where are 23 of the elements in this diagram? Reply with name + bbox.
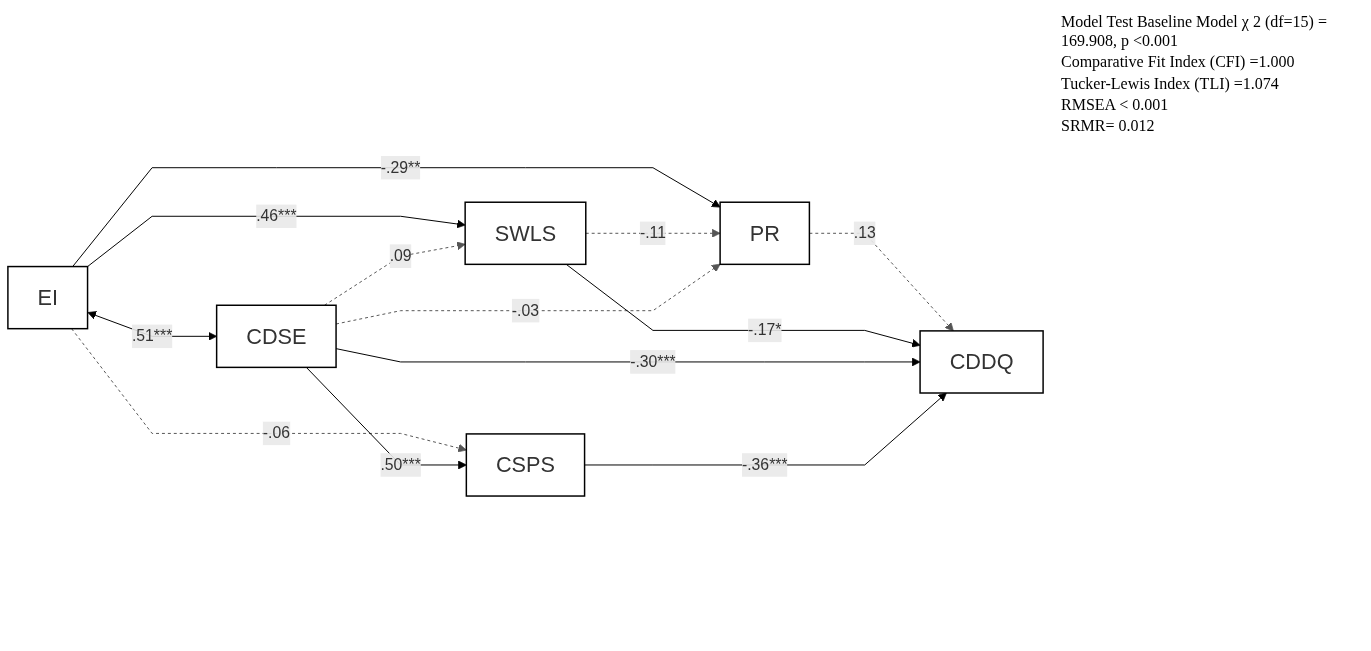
edge-label: .46*** — [256, 206, 297, 224]
edge-label: .51*** — [131, 326, 173, 344]
node-box: PR — [719, 201, 811, 265]
fit-statistic-note: Comparative Fit Index (CFI) =1.000 — [1061, 52, 1296, 72]
fit-statistic-note: Tucker-Lewis Index (TLI) =1.074 — [1061, 73, 1280, 93]
node-box: SWLS — [464, 201, 587, 265]
edge-label: -.29** — [380, 158, 421, 176]
node-box: CDDQ — [919, 329, 1044, 394]
fit-statistic-note: SRMR= 0.012 — [1061, 115, 1156, 136]
edge-label: .50*** — [380, 455, 421, 473]
edge-label: -.03 — [511, 301, 540, 319]
edge-label: -.36*** — [741, 455, 788, 473]
edge-label: -.30*** — [630, 352, 676, 370]
fit-statistic-note: RMSEA < 0.001 — [1061, 94, 1170, 114]
edge-label: -.11 — [639, 223, 666, 241]
node-box: CSPS — [465, 432, 586, 497]
node-box: EI — [7, 265, 89, 329]
edge-label: .13 — [853, 223, 876, 241]
edge-label: -.06 — [262, 424, 290, 441]
edge-label: -.17* — [748, 321, 782, 338]
edge-label: .09 — [389, 246, 412, 264]
node-box: CDSE — [215, 304, 337, 368]
fit-statistic-note: Model Test Baseline Model χ 2 (df=15) = 169.908, p <0.001 — [1061, 12, 1328, 51]
